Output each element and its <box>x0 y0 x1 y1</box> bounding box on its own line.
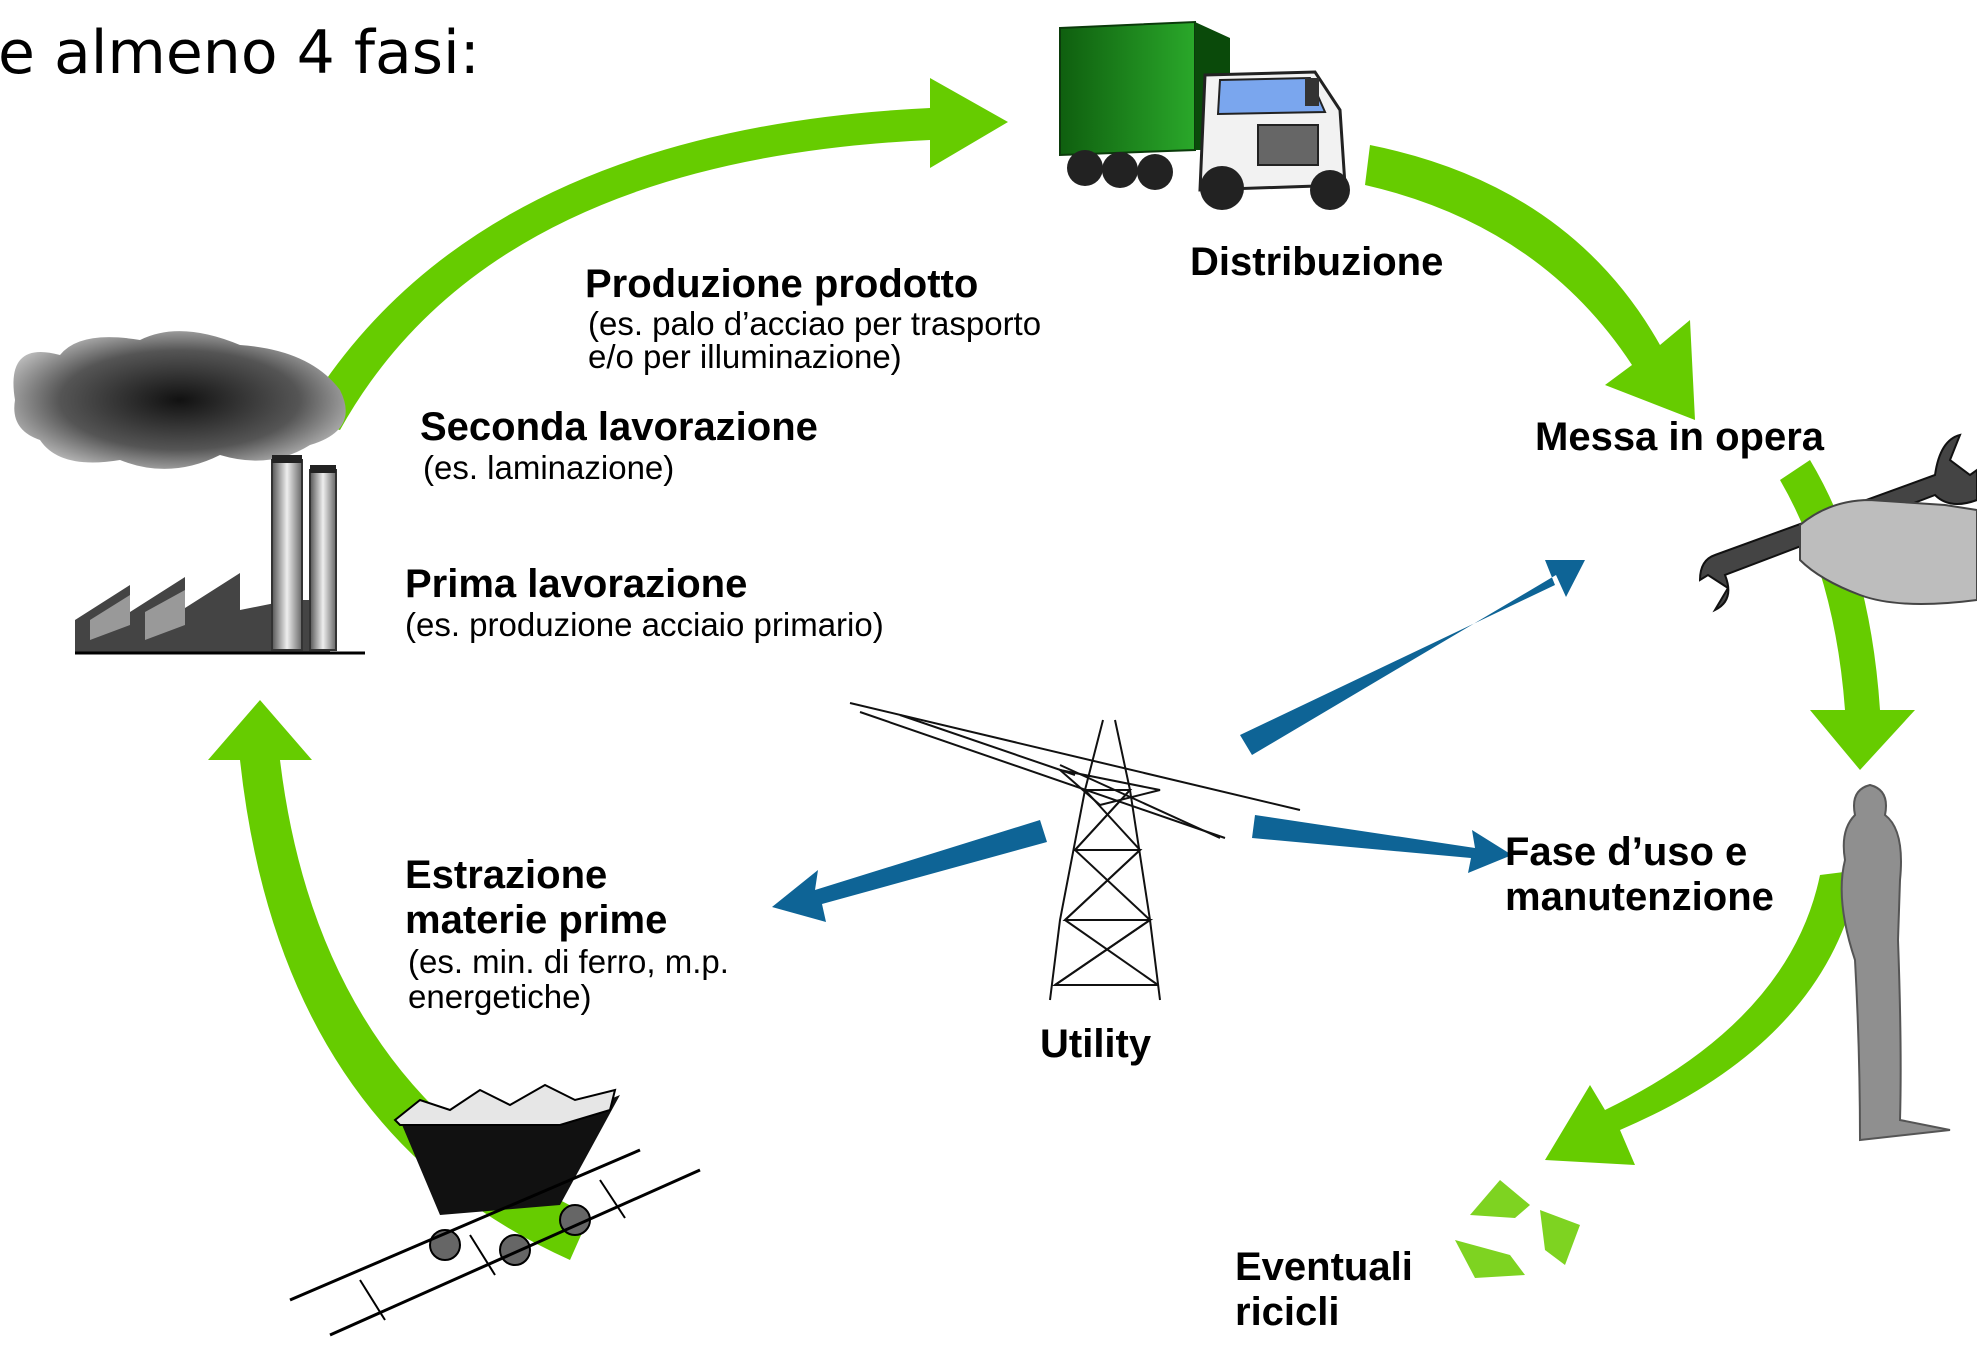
phase-fase-uso-title-2: manutenzione <box>1505 875 1774 919</box>
utility-arrows <box>772 560 1585 922</box>
phase-prima-title: Prima lavorazione <box>405 562 748 606</box>
slide-heading: e almeno 4 fasi: <box>0 18 480 88</box>
phase-ricicli-title-2: ricicli <box>1235 1290 1340 1334</box>
wrench-hand-icon <box>1698 433 1977 613</box>
phase-messa-title: Messa in opera <box>1535 415 1825 459</box>
phase-estrazione-desc-1: (es. min. di ferro, m.p. <box>408 943 729 980</box>
phase-produzione-desc-1: (es. palo d’acciao per trasporto <box>588 305 1042 342</box>
utility-arrow-estrazione <box>772 820 1047 922</box>
arrow-truck-to-messa <box>1365 145 1695 420</box>
phase-produzione-desc-2: e/o per illuminazione) <box>588 338 902 375</box>
phase-estrazione-title-1: Estrazione <box>405 853 608 897</box>
phase-ricicli-title-1: Eventuali <box>1235 1245 1413 1289</box>
phase-prima-desc: (es. produzione acciaio primario) <box>405 606 884 643</box>
truck-icon <box>1059 20 1350 210</box>
phase-utility-title: Utility <box>1040 1022 1152 1066</box>
person-icon <box>1840 783 1951 1142</box>
utility-arrow-messa <box>1240 560 1585 755</box>
mine-cart-icon <box>289 1083 701 1337</box>
phase-distribuzione-title: Distribuzione <box>1190 240 1444 284</box>
phase-fase-uso-title-1: Fase d’uso e <box>1505 830 1748 874</box>
cycle-arrows <box>208 78 1915 1260</box>
factory-icon <box>13 331 365 655</box>
phase-produzione-title: Produzione prodotto <box>585 262 979 306</box>
utility-arrow-uso <box>1252 815 1512 873</box>
arrow-uso-to-ricicli <box>1545 870 1860 1165</box>
phase-seconda-title: Seconda lavorazione <box>420 405 818 449</box>
phase-estrazione-desc-2: energetiche) <box>408 978 592 1015</box>
phase-estrazione-title-2: materie prime <box>405 898 668 942</box>
phase-seconda-desc: (es. laminazione) <box>423 449 675 486</box>
arrow-factory-to-truck <box>300 78 1008 430</box>
power-pylon-icon <box>849 702 1301 1001</box>
recycle-icon <box>1455 1180 1580 1278</box>
